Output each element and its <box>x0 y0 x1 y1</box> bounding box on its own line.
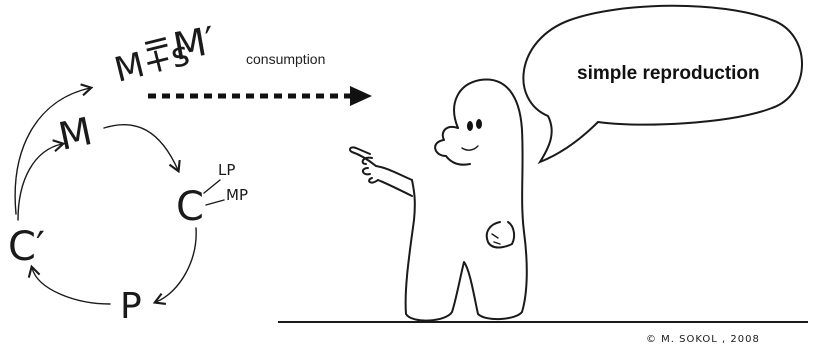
copyright-signature: © M. SOKOL , 2008 <box>646 334 760 345</box>
arrow-p-to-c-prime <box>27 264 111 305</box>
formula-m-prime: M′ <box>170 18 218 69</box>
mp-branch <box>205 199 225 206</box>
consumption-arrow <box>148 86 372 106</box>
lp-branch <box>203 179 221 194</box>
arrow-c-prime-to-formula <box>14 83 94 215</box>
arrow-c-to-p <box>152 227 197 305</box>
pointing-character <box>348 78 528 322</box>
consumption-label: consumption <box>246 51 325 67</box>
speech-bubble <box>522 4 803 165</box>
cycle-p-label: P <box>120 286 142 327</box>
cycle-c-prime-label: C′ <box>8 224 45 270</box>
arrow-m-to-c <box>103 124 181 174</box>
arrow-c-prime-to-m <box>17 139 66 221</box>
speech-bubble-text: simple reproduction <box>577 63 760 84</box>
cycle-c-label: C <box>176 184 204 230</box>
cycle-mp-label: MP <box>226 186 248 204</box>
cycle-lp-label: LP <box>218 161 235 179</box>
cycle-m-label: M <box>55 109 96 159</box>
